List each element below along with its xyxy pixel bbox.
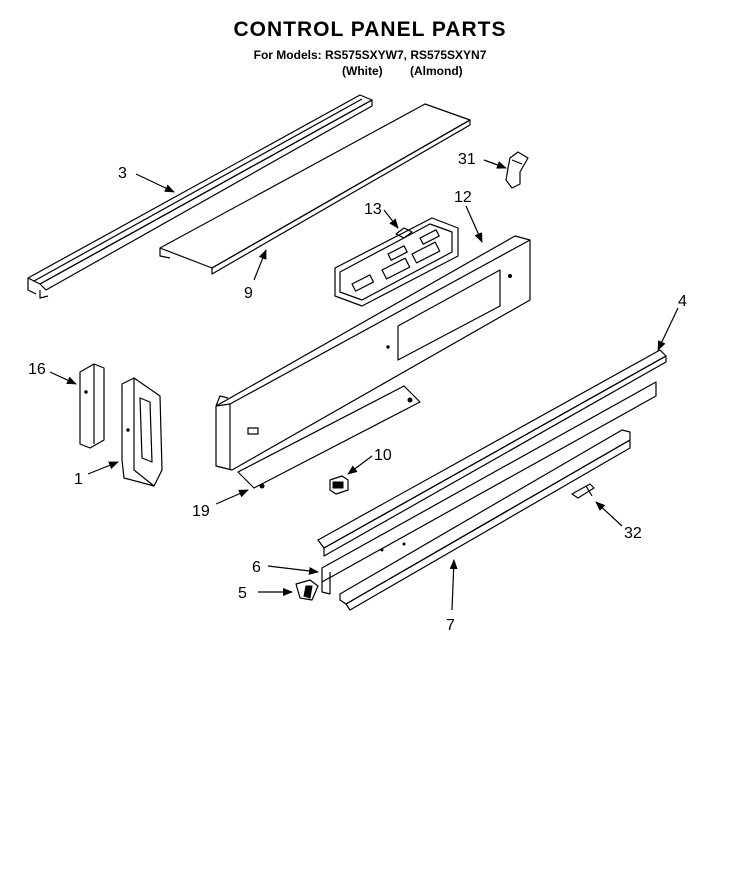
callout-13: 13 xyxy=(364,201,382,218)
part-13-control-board xyxy=(334,217,459,307)
variant-almond: (Almond) xyxy=(410,64,463,78)
callout-1: 1 xyxy=(74,471,83,488)
callout-4: 4 xyxy=(678,293,687,310)
leader-lines xyxy=(49,159,679,611)
part-19-plate xyxy=(237,385,421,489)
part-16-bracket xyxy=(79,363,105,449)
callout-32: 32 xyxy=(624,525,642,542)
callout-31: 31 xyxy=(458,151,476,168)
part-6-channel xyxy=(321,381,657,595)
callout-10: 10 xyxy=(374,447,392,464)
part-31-clip xyxy=(505,151,529,189)
diagram-title: CONTROL PANEL PARTS xyxy=(233,18,507,41)
part-10-connector xyxy=(329,475,349,495)
callout-labels: 3 9 31 13 12 4 16 1 10 19 6 5 7 32 xyxy=(28,151,687,634)
callout-16: 16 xyxy=(28,361,46,378)
callout-7: 7 xyxy=(446,617,455,634)
callout-9: 9 xyxy=(244,285,253,302)
callout-6: 6 xyxy=(252,559,261,576)
part-4-front-trim xyxy=(317,349,667,557)
callout-19: 19 xyxy=(192,503,210,520)
part-12-control-panel xyxy=(215,235,531,471)
part-7-lower-rail xyxy=(339,429,631,611)
part-1-end-cap xyxy=(121,377,163,487)
model-numbers: For Models: RS575SXYW7, RS575SXYN7 xyxy=(253,48,487,62)
part-3-upper-trim xyxy=(27,94,373,299)
part-5-latch xyxy=(295,579,319,601)
callout-12: 12 xyxy=(454,189,472,206)
part-32-clip xyxy=(571,483,595,499)
callout-5: 5 xyxy=(238,585,247,602)
callout-3: 3 xyxy=(118,165,127,182)
variant-white: (White) xyxy=(342,64,383,78)
part-9-panel xyxy=(159,103,471,275)
